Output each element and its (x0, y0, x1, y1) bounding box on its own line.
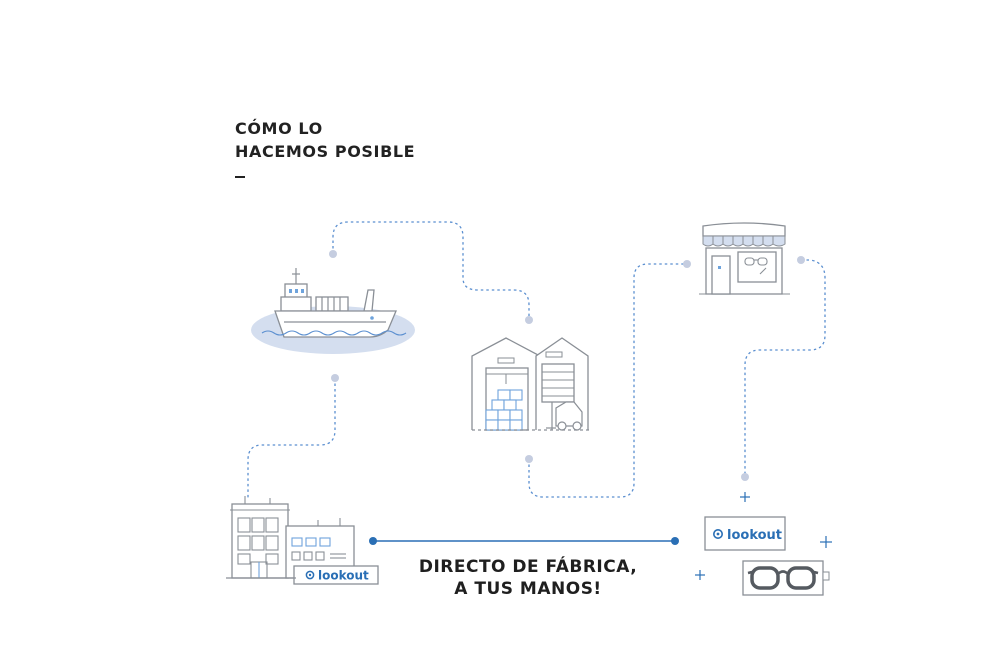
dashed-route (247, 221, 826, 498)
route-factory-to-ship (247, 378, 336, 498)
heading-line-2: HACEMOS POSIBLE (235, 142, 416, 161)
direct-line (369, 537, 679, 545)
tagline: DIRECTO DE FÁBRICA, A TUS MANOS! (408, 556, 648, 600)
customer-package-icon: lookout (695, 492, 832, 596)
glasses-icon (742, 560, 830, 596)
factory-sign: lookout (305, 569, 369, 583)
heading-dash-accent (235, 176, 245, 178)
route-ship-to-warehouse (332, 221, 530, 320)
store-icon (699, 222, 790, 295)
route-dots (329, 250, 805, 481)
route-warehouse-to-store (528, 263, 687, 498)
heading-line-1: CÓMO LO (235, 119, 323, 138)
factory-icon: lookout (226, 496, 379, 585)
cargo-ship-icon (251, 268, 415, 354)
factory-sign-label: lookout (318, 569, 369, 583)
tagline-line-2: A TUS MANOS! (454, 579, 602, 599)
box-label: lookout (727, 528, 782, 543)
tagline-line-1: DIRECTO DE FÁBRICA, (418, 557, 638, 577)
warehouse-icon (471, 337, 592, 431)
section-heading: CÓMO LO HACEMOS POSIBLE (235, 117, 415, 163)
